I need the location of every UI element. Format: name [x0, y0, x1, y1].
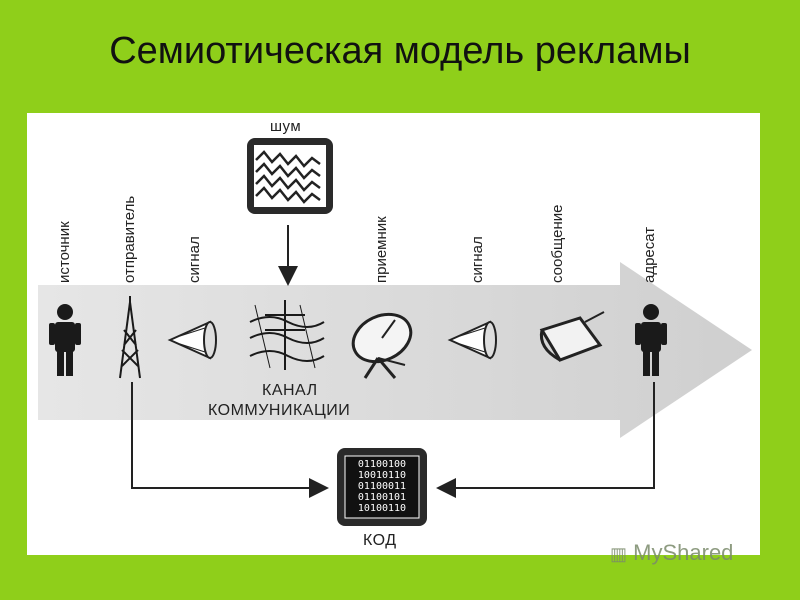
label-message: сообщение — [549, 204, 566, 283]
code-bit-row: 01100011 — [358, 481, 406, 492]
code-box-icon — [337, 448, 427, 526]
addressee-to-code-line — [436, 382, 655, 498]
code-bit-row: 01100100 — [358, 459, 406, 470]
label-channel-line2: КОММУНИКАЦИИ — [208, 402, 351, 419]
signal-cone-icon-2 — [447, 320, 497, 360]
watermark: ▥ MyShared — [610, 540, 733, 566]
signal-cone-icon-1 — [167, 320, 217, 360]
label-noise: шум — [270, 118, 302, 135]
channel-pole-icon — [249, 300, 325, 370]
noise-icon — [247, 138, 333, 214]
code-bit-row: 10100110 — [358, 503, 406, 514]
label-signal-2: сигнал — [469, 236, 486, 283]
label-source: источник — [56, 221, 73, 283]
label-sender: отправитель — [121, 195, 138, 283]
source-person-icon — [49, 304, 81, 376]
label-channel-line1: КАНАЛ — [262, 382, 318, 399]
sender-to-code-line — [131, 382, 329, 498]
watermark-icon: ▥ — [610, 544, 628, 564]
addressee-person-icon — [635, 304, 667, 376]
label-addressee: адресат — [641, 226, 658, 283]
label-receiver: приемник — [373, 216, 390, 283]
code-bit-row: 01100101 — [358, 492, 406, 503]
watermark-text: MyShared — [633, 540, 734, 565]
slide-title: Семиотическая модель рекламы — [109, 30, 691, 72]
sender-tower-icon — [119, 296, 141, 379]
label-signal-1: сигнал — [186, 236, 203, 283]
code-bit-row: 10010110 — [358, 470, 406, 481]
label-code: КОД — [363, 532, 397, 549]
receiver-dish-icon — [351, 312, 413, 379]
message-paper-icon — [539, 311, 605, 362]
